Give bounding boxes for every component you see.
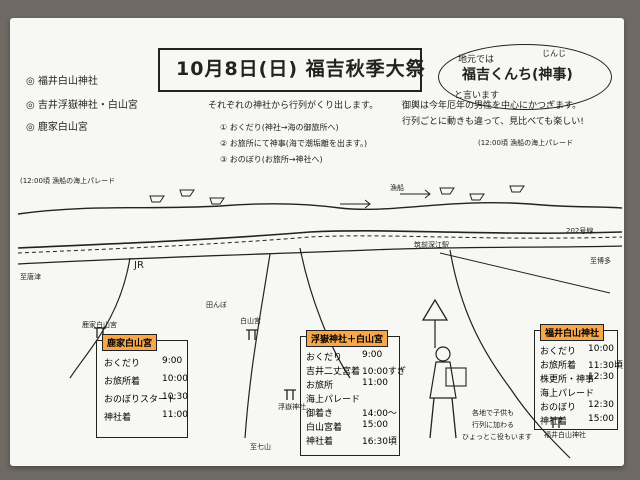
schedule-title-kaya: 鹿家白山宮: [102, 334, 158, 351]
schedule-row: 吉井二丈宮着 10:00すぎ: [306, 367, 406, 377]
title-frame: [158, 48, 422, 92]
parade-note-right: (12:00頃 漁船の海上パレード: [478, 139, 574, 147]
event-item-2: ② お旅所にて神事(海で潮垢離を出ます。): [220, 139, 368, 148]
route-202-label: 202号線: [566, 227, 594, 235]
schedule-row: 御着き 14:00〜: [306, 409, 397, 419]
schedule-row: おくだり 10:00: [540, 344, 614, 357]
figure-note-1: 各地で子供も: [472, 409, 514, 417]
shrine-name: 吉井浮嶽神社・白山宮: [37, 100, 138, 111]
schedule-row: お旅所 11:00: [306, 378, 388, 391]
jr-label: JR: [134, 260, 144, 271]
boats-label: 漁船: [390, 184, 404, 192]
paper-sheet: 10月8日(日) 福吉秋季大祭 地元では じんじ 福吉くんち(神事) と言います…: [10, 18, 624, 466]
bubble-ruby: じんじ: [542, 49, 566, 58]
schedule-row: 神社着 16:30頃: [306, 437, 397, 447]
map-label-kaya: 鹿家白山宮: [82, 321, 117, 329]
bubble-line-2: 福吉くんち(神事): [462, 67, 573, 83]
map-label-hakusan: 白山宮: [240, 317, 261, 325]
direction-bottom-label: 至七山: [250, 443, 271, 451]
schedule-row: 海上パレード: [540, 389, 595, 399]
event-item-3: ③ おのぼり(お旅所→神社へ): [220, 155, 323, 164]
intro-text: それぞれの神社から行列がくり出します。: [208, 101, 379, 111]
shrine-name: 福井白山神社: [37, 76, 98, 87]
shrine-list-item-1: ◎ 福井白山神社: [26, 76, 98, 87]
page-title: 10月8日(日) 福吉秋季大祭: [176, 58, 426, 80]
schedule-row: おのぼり 12:30: [540, 400, 614, 413]
mikoshi-note-2: 行列ごとに動きも違って、見比べても楽しい!: [402, 117, 584, 127]
shrine-name: 鹿家白山宮: [37, 122, 88, 133]
fields-label: 田んぼ: [206, 301, 227, 309]
event-text: おくだり(神社→海の御旅所へ): [229, 123, 339, 132]
event-text: おのぼり(お旅所→神社へ): [229, 155, 323, 164]
schedule-row: お旅所着 10:00: [104, 374, 188, 387]
bubble-line-1: 地元では: [458, 55, 495, 65]
direction-right-label: 至博多: [590, 257, 611, 265]
map-label-fugaku: 浮嶽神社: [278, 403, 306, 411]
bubble-line-3: と言います: [454, 91, 500, 101]
schedule-row: 海上パレード: [306, 395, 361, 405]
station-label: 筑前深江駅: [414, 241, 449, 249]
schedule-row: お旅所着 11:30頃: [540, 361, 623, 371]
schedule-title-fugaku: 浮嶽神社＋白山宮: [306, 330, 389, 347]
schedule-row: おのぼりスタート 10:30: [104, 392, 188, 405]
schedule-row: おくだり 9:00: [104, 356, 183, 369]
direction-left-label: 至唐津: [20, 273, 41, 281]
map-drawing: [17, 185, 623, 459]
schedule-row: 株更所・神事 12:30: [540, 372, 614, 385]
speech-bubble: [438, 44, 612, 110]
event-item-1: ① おくだり(神社→海の御旅所へ): [220, 123, 339, 132]
shrine-list-item-2: ◎ 吉井浮嶽神社・白山宮: [26, 100, 138, 111]
schedule-title-fukui: 福井白山神社: [540, 324, 605, 341]
map-label-fukui: 福井白山神社: [544, 431, 586, 439]
schedule-box-kaya: [96, 340, 188, 438]
parade-note-left: (12:00頃 漁船の海上パレード: [20, 177, 116, 185]
schedule-row: 神社着 11:00: [104, 410, 188, 423]
schedule-row: 白山宮着 15:00: [306, 420, 388, 433]
schedule-row: おくだり 9:00: [306, 350, 383, 363]
event-text: お旅所にて神事(海で潮垢離を出ます。): [229, 139, 368, 148]
mikoshi-note-1: 御輿は今年厄年の男性を中心にかつぎます。: [402, 101, 582, 111]
figure-note-3: ひょっとこ役もいます: [462, 433, 532, 441]
figure-note-2: 行列に加わる: [472, 421, 514, 429]
shrine-list-item-3: ◎ 鹿家白山宮: [26, 122, 88, 133]
schedule-row: 神社着 15:00: [540, 414, 614, 427]
